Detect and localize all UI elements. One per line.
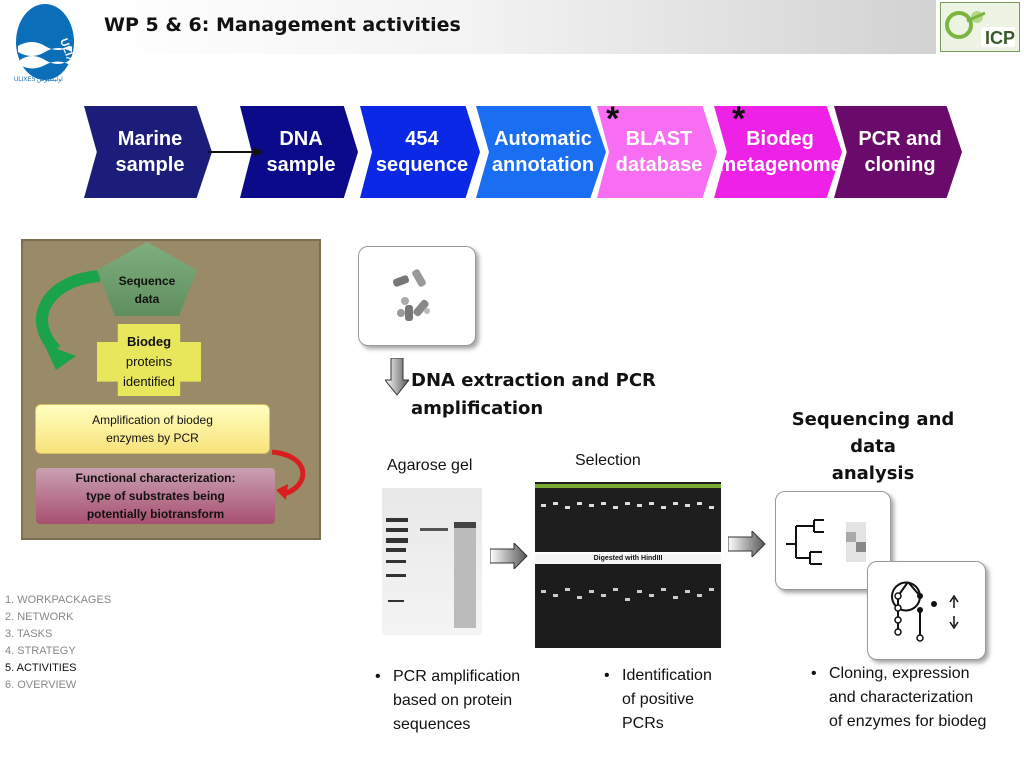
biodeg-proteins-label: Biodeg proteins identified — [97, 332, 201, 392]
bullet-text: PCR amplification based on protein seque… — [393, 668, 521, 733]
pipeline-step-marine-sample: Marine sample — [84, 106, 212, 198]
pipeline-step-454-sequence: 454 sequence — [360, 106, 480, 198]
pipeline-label: Biodeg metagenome — [718, 128, 842, 176]
pipeline-step-biodeg-metagenome: Biodeg metagenome — [714, 106, 842, 198]
pipeline-step-automatic-annotation: Automatic annotation — [476, 106, 606, 198]
sample-tubes-card — [358, 246, 476, 346]
icp-logo: ICP — [940, 2, 1020, 52]
test-tubes-icon — [392, 269, 430, 321]
bullet-identification: • Identification of positive PCRs — [604, 664, 712, 736]
pipeline-label: 454 sequence — [375, 128, 469, 176]
logo-left-subtext: ULIXES اوليسيوس — [14, 77, 63, 83]
nav-item-tasks[interactable]: 3. TASKS — [5, 628, 53, 640]
selection-gel-bottom: Digested with HindIII — [535, 554, 721, 648]
pipeline-label: PCR and cloning — [858, 128, 942, 176]
agarose-gel-image — [382, 488, 482, 635]
nav-item-activities[interactable]: 5. ACTIVITIES — [5, 662, 77, 674]
agarose-gel-label: Agarose gel — [387, 457, 473, 474]
star-marker-biodeg: * — [732, 100, 746, 138]
sequencing-label: Sequencing and data analysis — [791, 409, 955, 484]
section-nav: 1. WORKPACKAGES 2. NETWORK 3. TASKS 4. S… — [5, 592, 111, 694]
cross-label-bold: Biodeg — [126, 334, 172, 349]
star-marker-blast: * — [606, 100, 620, 138]
red-curved-arrow — [271, 449, 306, 500]
pipeline-label: Automatic annotation — [491, 128, 595, 176]
cross-label-rest: proteins identified — [122, 354, 176, 389]
pathway-card — [867, 561, 986, 660]
ulixes-logo: ULIXES — [14, 2, 82, 88]
pipeline-label: BLAST database — [615, 128, 703, 176]
pipeline-label: DNA sample — [266, 128, 336, 176]
phylogenetic-tree-icon — [786, 519, 866, 565]
logo-right-text: ICP — [985, 28, 1015, 48]
functional-characterization-box: Functional characterization: type of sub… — [36, 468, 275, 524]
pipeline-label: Marine sample — [115, 128, 185, 176]
pathway-icon — [891, 581, 959, 642]
selection-label: Selection — [575, 452, 641, 469]
right-arrow-icon — [490, 543, 528, 569]
nav-item-strategy[interactable]: 4. STRATEGY — [5, 645, 76, 657]
slide-title: WP 5 & 6: Management activities — [104, 14, 461, 36]
connector-arrow — [208, 147, 264, 157]
selection-gel-top — [535, 482, 721, 552]
nav-item-workpackages[interactable]: 1. WORKPACKAGES — [5, 594, 112, 606]
nav-item-network[interactable]: 2. NETWORK — [5, 611, 74, 623]
nav-item-overview[interactable]: 6. OVERVIEW — [5, 679, 77, 691]
down-arrow-icon — [385, 358, 409, 396]
pentagon-label: Sequence data — [118, 274, 176, 306]
right-arrow-icon-2 — [728, 531, 766, 557]
pipeline-step-blast-database: BLAST database — [597, 106, 717, 198]
bullet-text: Cloning, expression and characterization… — [829, 665, 987, 730]
header-bar — [90, 0, 936, 54]
bullet-pcr-amplification: • PCR amplification based on protein seq… — [375, 665, 521, 737]
green-curved-arrow — [36, 270, 101, 370]
amplification-box: Amplification of biodeg enzymes by PCR — [35, 404, 270, 454]
bullet-cloning: • Cloning, expression and characterizati… — [811, 662, 987, 734]
digested-label: Digested with HindIII — [593, 555, 663, 562]
pipeline-step-pcr-cloning: PCR and cloning — [834, 106, 962, 198]
bullet-text: Identification of positive PCRs — [622, 667, 712, 732]
dna-extraction-label: DNA extraction and PCR amplification — [411, 370, 656, 419]
